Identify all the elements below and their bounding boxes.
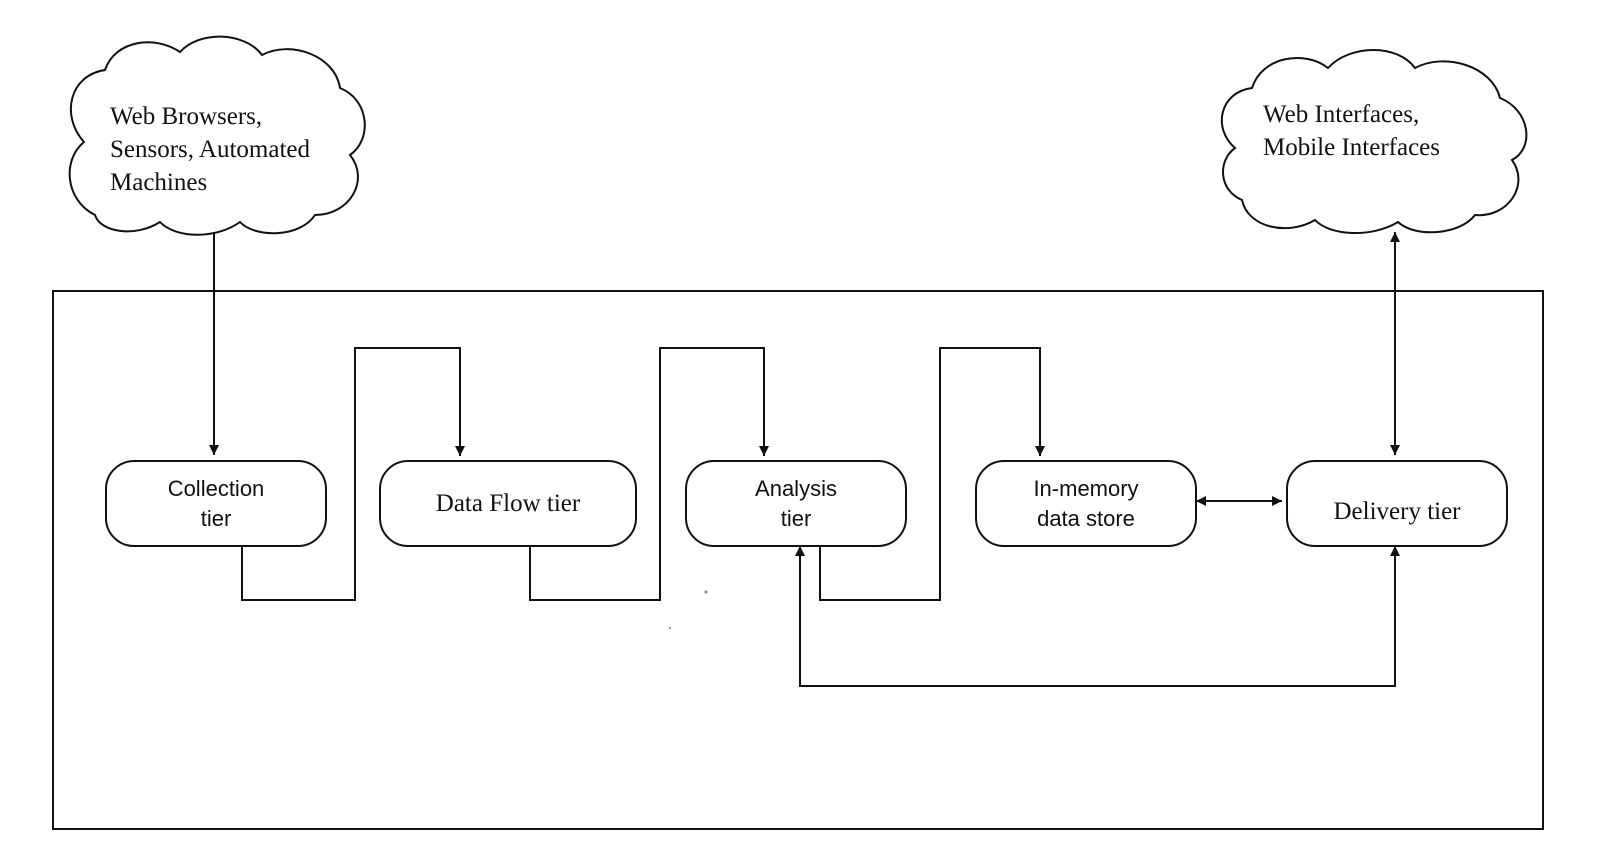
- in-memory-data-store: In-memory data store: [975, 460, 1197, 547]
- sources-cloud-line-1: Web Browsers,: [110, 103, 262, 130]
- collection-tier-line-2: tier: [201, 506, 232, 531]
- data-flow-tier-label: Data Flow tier: [436, 490, 581, 517]
- in-memory-line-2: data store: [1037, 506, 1135, 531]
- interfaces-cloud-line-1: Web Interfaces,: [1263, 101, 1419, 128]
- analysis-tier-line-2: tier: [781, 506, 812, 531]
- analysis-to-inmemory-connector: [819, 347, 1045, 601]
- sources-cloud-line-3: Machines: [110, 169, 207, 196]
- collection-tier-line-1: Collection: [168, 476, 265, 501]
- collection-to-dataflow-connector: [241, 347, 465, 601]
- data-flow-tier: Data Flow tier: [379, 460, 637, 547]
- in-memory-line-1: In-memory: [1033, 476, 1138, 501]
- interfaces-cloud: Web Interfaces, Mobile Interfaces: [1220, 49, 1528, 234]
- delivery-tier: Delivery tier: [1286, 460, 1508, 547]
- scan-speck: [704, 590, 708, 594]
- sources-cloud-line-2: Sensors, Automated: [110, 136, 310, 163]
- collection-tier: Collection tier: [105, 460, 327, 547]
- interfaces-cloud-line-2: Mobile Interfaces: [1263, 134, 1440, 161]
- dataflow-to-analysis-connector: [529, 347, 769, 601]
- scan-speck: [668, 626, 672, 630]
- delivery-analysis-feedback-connector: [795, 546, 1400, 687]
- analysis-tier: Analysis tier: [685, 460, 907, 547]
- sources-cloud: Web Browsers, Sensors, Automated Machine…: [68, 35, 366, 236]
- system-boundary: [52, 290, 1544, 830]
- delivery-tier-label: Delivery tier: [1333, 498, 1461, 525]
- analysis-tier-line-1: Analysis: [755, 476, 837, 501]
